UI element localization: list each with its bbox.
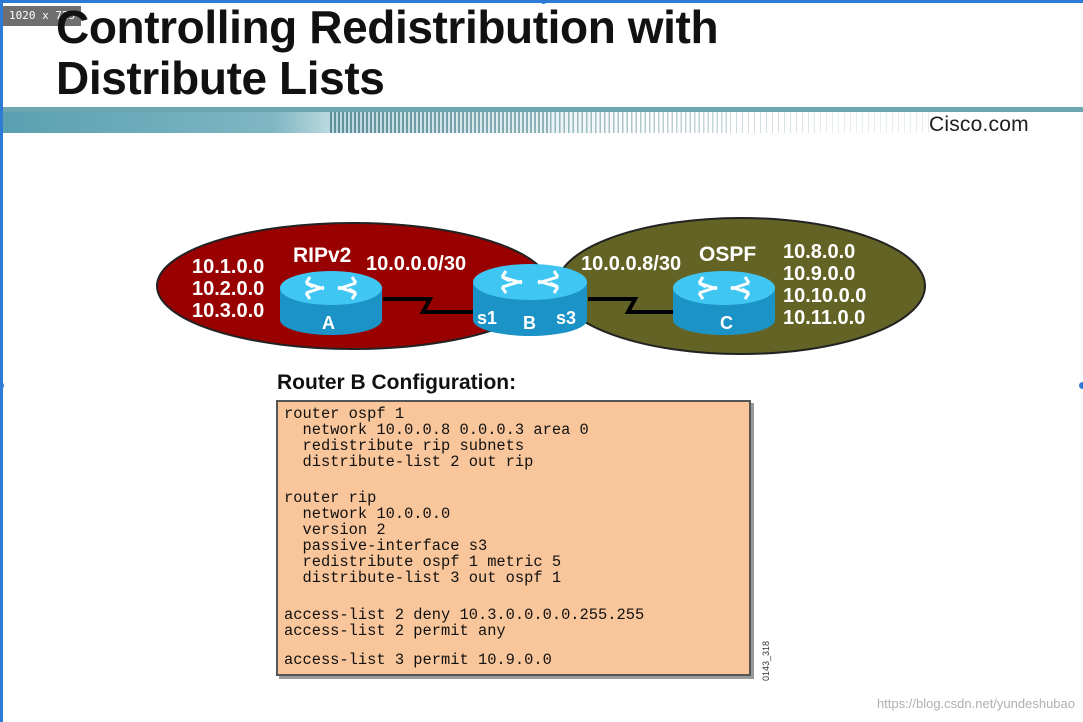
resize-handle[interactable] xyxy=(0,0,4,4)
ospf-network: 10.11.0.0 xyxy=(783,307,865,329)
config-line: version 2 xyxy=(284,521,386,539)
watermark: https://blog.csdn.net/yundeshubao xyxy=(876,696,1075,711)
size-badge: 1020 x 725 xyxy=(3,6,82,26)
slide-title-line: Distribute Lists xyxy=(56,52,385,104)
serial-link-a-b xyxy=(383,297,477,314)
ospf-network: 10.10.0.0 xyxy=(783,285,866,307)
config-line: redistribute rip subnets xyxy=(284,437,525,455)
config-line: passive-interface s3 xyxy=(284,537,488,555)
router-b-icon[interactable] xyxy=(473,264,587,336)
resize-handle[interactable] xyxy=(540,0,547,4)
link-subnet-label: 10.0.0.8/30 xyxy=(581,253,681,275)
ospf-network: 10.9.0.0 xyxy=(783,263,855,285)
rip-network: 10.1.0.0 xyxy=(192,256,264,278)
router-a-label: A xyxy=(322,313,335,333)
ospf-network: 10.8.0.0 xyxy=(783,241,855,263)
config-line: distribute-list 3 out ospf 1 xyxy=(284,569,562,587)
config-line: router rip xyxy=(284,489,377,507)
config-line: network 10.0.0.0 xyxy=(284,505,451,523)
config-line: router ospf 1 xyxy=(284,405,405,423)
rip-domain-label: RIPv2 xyxy=(293,244,351,267)
config-line: distribute-list 2 out rip xyxy=(284,453,534,471)
router-b-label: B xyxy=(523,313,536,333)
router-c-label: C xyxy=(720,313,733,333)
network-diagram: RIPv2 10.1.0.0 10.2.0.0 10.3.0.0 10.0.0.… xyxy=(156,217,926,355)
router-c-icon[interactable] xyxy=(673,271,775,335)
router-a-icon[interactable] xyxy=(280,271,382,335)
config-heading: Router B Configuration: xyxy=(277,371,517,394)
selection-frame-left xyxy=(0,0,3,722)
resize-handle[interactable] xyxy=(1079,382,1083,389)
config-line: network 10.0.0.8 0.0.0.3 area 0 xyxy=(284,421,589,439)
link-subnet-label: 10.0.0.0/30 xyxy=(366,253,466,275)
rip-network: 10.2.0.0 xyxy=(192,278,264,300)
cisco-logo: Cisco.com xyxy=(929,113,1029,136)
interface-label: s1 xyxy=(477,308,497,328)
config-line: access-list 2 deny 10.3.0.0.0.0.255.255 xyxy=(284,606,645,624)
ospf-domain-label: OSPF xyxy=(699,243,756,266)
config-box: router ospf 1 network 10.0.0.8 0.0.0.3 a… xyxy=(276,400,751,676)
config-line: access-list 2 permit any xyxy=(284,622,506,640)
figure-code: 0143_318 xyxy=(761,640,771,681)
interface-label: s3 xyxy=(556,308,576,328)
barcode-decoration xyxy=(330,112,929,133)
slide-title: Controlling Redistribution with Distribu… xyxy=(56,1,719,104)
config-line: access-list 3 permit 10.9.0.0 xyxy=(284,651,552,669)
serial-link-b-c xyxy=(588,297,675,314)
resize-handle[interactable] xyxy=(0,382,4,389)
header-band xyxy=(3,107,1083,112)
slide-title-line: Controlling Redistribution with xyxy=(56,1,719,53)
rip-network: 10.3.0.0 xyxy=(192,300,264,322)
config-line: redistribute ospf 1 metric 5 xyxy=(284,553,562,571)
